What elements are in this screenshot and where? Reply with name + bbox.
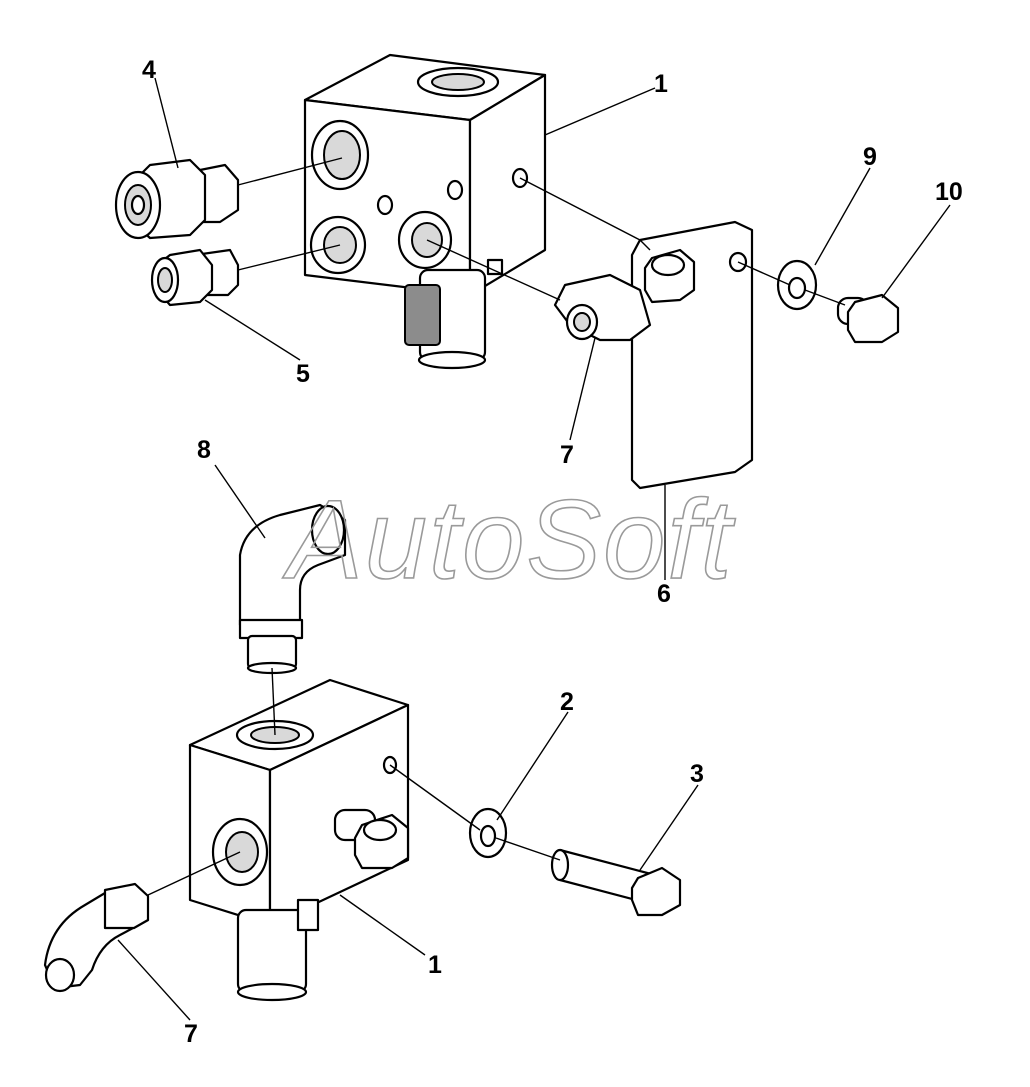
large-fitting-4 [114, 158, 240, 240]
elbow-fitting-7-top [553, 273, 652, 342]
washer-9 [776, 259, 818, 311]
callout-7-top: 7 [560, 441, 574, 469]
bolt-3 [550, 848, 682, 917]
elbow-fitting-8 [238, 503, 347, 675]
callout-3: 3 [690, 760, 704, 788]
bottom-valve-block [188, 678, 410, 1002]
callout-6: 6 [657, 580, 671, 608]
callout-8: 8 [197, 436, 211, 464]
callout-10: 10 [935, 178, 963, 206]
mounting-bracket-6 [630, 220, 754, 490]
callout-1-bottom: 1 [428, 951, 442, 979]
callout-2: 2 [560, 688, 574, 716]
callout-4: 4 [142, 56, 156, 84]
top-valve-block [303, 53, 547, 370]
leader-lines [117, 77, 951, 1021]
small-fitting-5 [150, 248, 240, 307]
callout-7-bottom: 7 [184, 1020, 198, 1048]
callout-9: 9 [863, 143, 877, 171]
callout-1-top: 1 [654, 70, 668, 98]
callout-5: 5 [296, 360, 310, 388]
elbow-fitting-7-bottom [43, 882, 150, 993]
bolt-10 [836, 293, 900, 344]
washer-2 [468, 807, 508, 859]
watermark-text: AutoSoft [282, 477, 736, 602]
